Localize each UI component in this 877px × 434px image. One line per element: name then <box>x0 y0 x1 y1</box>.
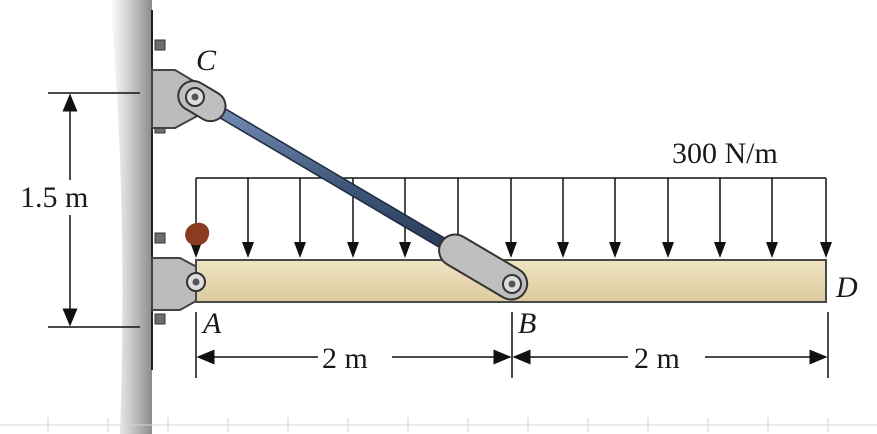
load-arrowhead <box>609 242 621 258</box>
load-arrowhead <box>190 242 202 258</box>
pin-a <box>186 272 206 292</box>
point-label-c: C <box>196 44 217 77</box>
bottom-ruler <box>0 418 877 432</box>
load-arrowhead <box>294 242 306 258</box>
pin-c <box>185 87 205 107</box>
point-label-d: D <box>835 271 858 304</box>
pin-marker <box>185 222 210 246</box>
height-dimension <box>48 92 140 328</box>
load-arrowhead <box>347 242 359 258</box>
span-bd-label: 2 m <box>634 342 680 375</box>
point-label-b: B <box>518 307 536 340</box>
load-arrowhead <box>557 242 569 258</box>
span-dimensions <box>195 312 829 378</box>
load-arrows <box>190 178 832 258</box>
load-arrowhead <box>766 242 778 258</box>
load-arrowhead <box>662 242 674 258</box>
load-arrowhead <box>399 242 411 258</box>
distributed-load <box>190 177 832 258</box>
height-dimension-label: 1.5 m <box>20 181 88 214</box>
load-arrowhead <box>242 242 254 258</box>
point-label-a: A <box>201 307 222 340</box>
pin-b <box>502 274 522 294</box>
span-ab-label: 2 m <box>322 342 368 375</box>
load-arrowhead <box>505 242 517 258</box>
load-label: 300 N/m <box>672 137 778 170</box>
wall <box>110 0 153 434</box>
load-arrowhead <box>714 242 726 258</box>
load-arrowhead <box>820 242 832 258</box>
